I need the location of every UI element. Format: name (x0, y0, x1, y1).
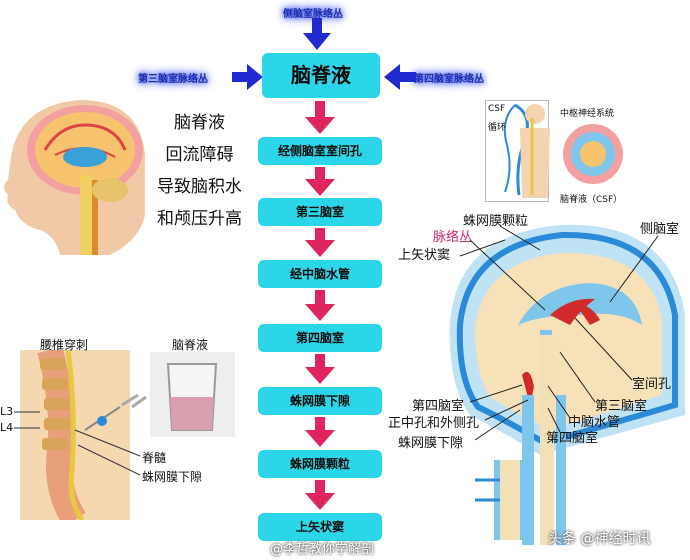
flow-node-3: 经中脑水管 (258, 260, 382, 288)
left-source-label: 第三脑室脉络丛 (138, 74, 208, 85)
flow-arrow-2 (305, 167, 335, 196)
needle-icon (84, 393, 147, 431)
left-caption-line-3: 导致脑积水 (157, 177, 242, 197)
flow-node-4: 第四脑室 (258, 324, 382, 352)
body-silhouette-icon (520, 104, 550, 198)
down-arrow-top (303, 18, 331, 50)
left-arrow-right (384, 64, 416, 90)
brain-subarachnoid-label: 蛛网膜下隙 (398, 436, 464, 451)
left-caption-line-1: 脑脊液 (174, 113, 225, 133)
cns-label: 中枢神经系统 (560, 109, 615, 119)
spinal-section-icon (475, 460, 526, 540)
granulation-label: 蛛网膜颗粒 (463, 214, 529, 229)
sinus-label: 上矢状窦 (398, 248, 451, 263)
flow-node-5: 蛛网膜下隙 (258, 387, 382, 415)
spinal-cord-label: 脊髓 (142, 451, 167, 465)
lateral-ventricle-label: 侧脑室 (640, 222, 680, 237)
flow-arrow-5 (305, 354, 335, 384)
beaker-icon (166, 363, 218, 431)
flow-node-2: 第三脑室 (258, 198, 382, 226)
aqueduct-label: 中脑水管 (568, 415, 621, 430)
watermark-right: 头条 @神经时讯 (548, 531, 651, 547)
circulation-label: 循环 (488, 123, 507, 133)
left-caption-line-2: 回流障碍 (165, 145, 234, 165)
foramina-label: 正中孔和外侧孔 (388, 416, 480, 431)
top-source-label: 侧脑室脉络丛 (283, 9, 343, 20)
interventricular-label: 室间孔 (632, 377, 672, 392)
right-arrow-left (232, 64, 263, 90)
flow-arrow-3 (305, 228, 335, 257)
flow-arrow-1 (305, 101, 335, 134)
fourth-ventricle-bottom-label: 第四脑室 (546, 431, 599, 446)
flow-arrow-4 (305, 290, 335, 321)
right-source-label: 第四脑室脉络丛 (414, 74, 484, 85)
lumbar-csf-title: 脑脊液 (172, 338, 209, 352)
l4-label: L4 (0, 421, 14, 434)
flow-arrow-6 (305, 417, 335, 447)
left-caption-line-4: 和颅压升高 (157, 209, 242, 229)
lumbar-subarachnoid-label: 蛛网膜下隙 (142, 470, 203, 484)
watermark-center: @李哲教你学解剖 (270, 542, 375, 557)
flow-node-7: 上矢状窦 (258, 513, 382, 541)
flow-arrow-7 (305, 480, 335, 510)
small-brain-icon (563, 124, 623, 184)
main-node-csf: 脑脊液 (262, 53, 380, 98)
csf-label: CSF (488, 104, 506, 114)
flow-node-6: 蛛网膜颗粒 (258, 450, 382, 478)
l3-label: L3 (0, 405, 14, 418)
brain-cross-section (449, 224, 685, 545)
lumbar-title: 腰椎穿刺 (40, 338, 89, 352)
csf-full-label: 脑脊液（CSF） (560, 195, 623, 205)
flow-node-1: 经侧脑室室间孔 (258, 137, 382, 165)
fourth-ventricle-left-label: 第四脑室 (412, 399, 465, 414)
left-caption: 脑脊液 回流障碍 导致脑积水 和颅压升高 (142, 110, 257, 232)
spine-illustration (37, 350, 87, 520)
third-ventricle-label: 第三脑室 (595, 399, 648, 414)
plexus-label: 脉络丛 (433, 230, 473, 245)
head-brain-illustration (4, 100, 145, 255)
